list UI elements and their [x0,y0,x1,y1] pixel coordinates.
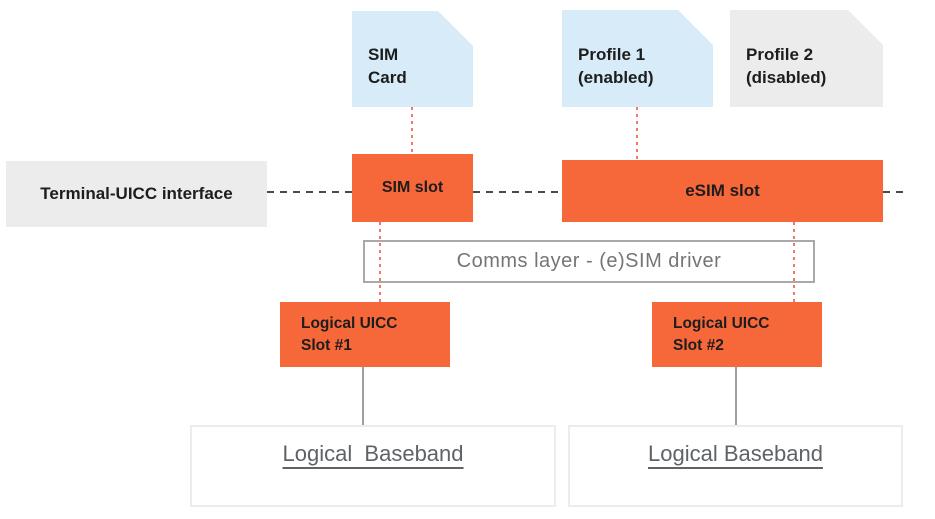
profile-1-label-line2: (enabled) [578,67,654,87]
esim-slot-label: eSIM slot [685,181,760,200]
profile-1-enabled-box: Profile 1 (enabled) [562,10,713,107]
logical-uicc-slot-1-box: Logical UICC Slot #1 [280,302,450,367]
slot-1-to-baseband-connector [362,367,364,425]
sim-card-label: SIM Card [352,29,473,89]
profile-1-to-esim-slot-connector [636,107,638,160]
logical-uicc-slot-2-line2: Slot #2 [673,336,724,354]
comms-layer-label: Comms layer - (e)SIM driver [456,250,722,272]
interface-dashed-line-segment-2 [473,191,562,193]
interface-dashed-line-segment-3 [883,191,907,193]
logical-uicc-slot-2-line1: Logical UICC [673,314,770,332]
logical-uicc-slot-1-line1: Logical UICC [301,314,398,332]
terminal-uicc-interface-label: Terminal-UICC interface [40,184,233,203]
sim-slot-label: SIM slot [381,179,444,196]
logical-baseband-2-label: Logical Baseband [648,441,823,466]
interface-dashed-line-segment-1 [267,191,352,193]
sim-slot-box: SIM slot [352,154,473,222]
terminal-uicc-interface-box: Terminal-UICC interface [6,161,267,227]
profile-2-label-line1: Profile 2 [746,44,814,64]
profile-2-label-line2: (disabled) [746,67,827,87]
logical-uicc-slot-2-box: Logical UICC Slot #2 [652,302,822,367]
logical-baseband-2-box: Logical Baseband [568,425,903,507]
logical-baseband-1-label: Logical Baseband [282,441,464,466]
profile-2-disabled-box: Profile 2 (disabled) [730,10,883,107]
sim-card-label-line2: Card [368,68,407,87]
slot-2-to-baseband-connector [735,367,737,425]
sim-card-to-sim-slot-connector [411,107,413,154]
logical-uicc-slot-1-line2: Slot #1 [301,336,352,354]
comms-layer-box: Comms layer - (e)SIM driver [363,240,815,283]
profile-1-label-line1: Profile 1 [578,44,646,64]
esim-slot-to-logical-slot-2-connector [793,222,795,302]
sim-card-box: SIM Card [352,11,473,107]
logical-baseband-1-box: Logical Baseband [190,425,556,507]
profile-2-label: Profile 2 (disabled) [730,29,883,89]
esim-slot-box: eSIM slot [562,160,883,222]
profile-1-label: Profile 1 (enabled) [562,29,713,89]
sim-card-label-line1: SIM [368,45,399,64]
sim-slot-to-logical-slot-1-connector [379,222,381,302]
